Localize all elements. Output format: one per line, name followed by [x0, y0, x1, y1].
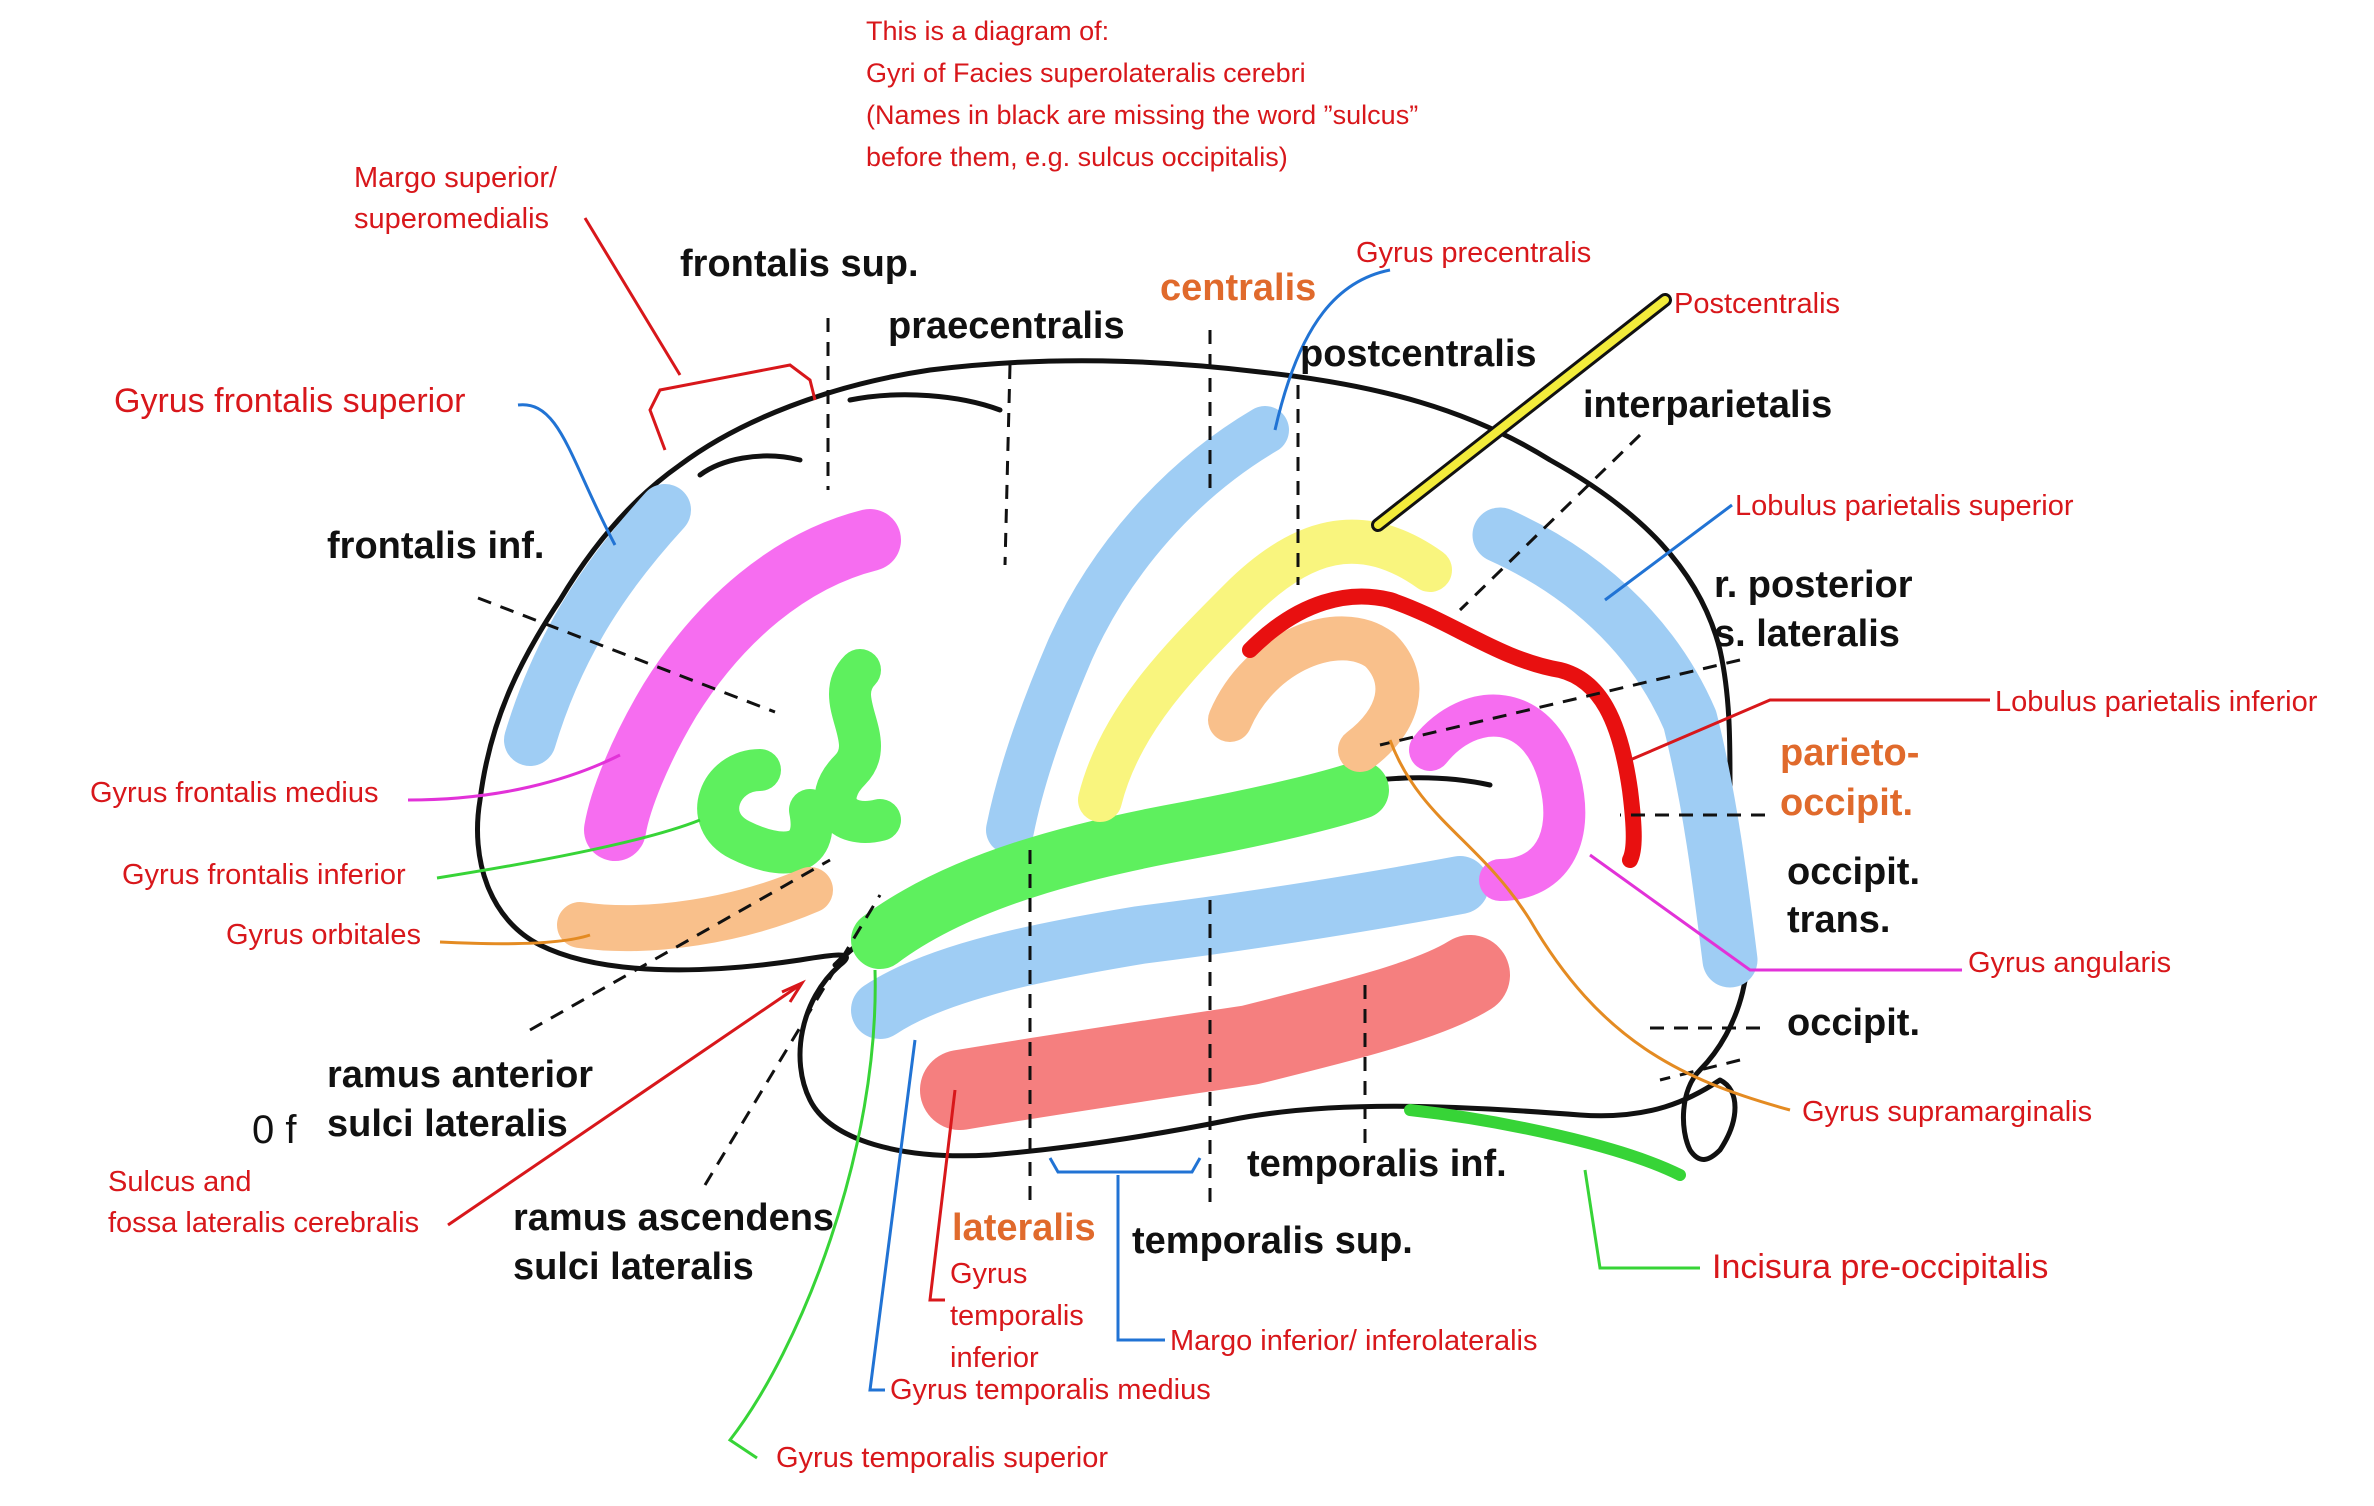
sulcus-interparietalis: interparietalis — [1583, 384, 1832, 426]
intro-text: This is a diagram of: Gyri of Facies sup… — [866, 16, 1418, 172]
sulcus-temporalis-inf: temporalis inf. — [1247, 1143, 1507, 1185]
label-incisura-pre-occipitalis: Incisura pre-occipitalis — [1712, 1248, 2048, 1286]
sulcus-r-posterior-line-1: r. posterior — [1714, 564, 1913, 606]
handwritten-of-note: 0 f — [252, 1108, 297, 1152]
margo-inferior-pointer — [1048, 1157, 1202, 1342]
label-gyrus-temporalis-medius: Gyrus temporalis medius — [890, 1374, 1211, 1406]
label-gyrus-temporalis-superior: Gyrus temporalis superior — [776, 1442, 1108, 1474]
sulcus-labels: frontalis sup. frontalis inf. praecentra… — [252, 243, 1920, 1288]
gyrus-temporalis-inferior-pointer — [928, 1089, 957, 1302]
incisura-pre-occipitalis-line — [1404, 1104, 1686, 1181]
sulcus-centralis: centralis — [1160, 267, 1316, 309]
occipit-trans-pointer — [1659, 1058, 1741, 1082]
gyrus-orbitales-highlight — [557, 867, 833, 952]
sulcus-fossa-pointer — [447, 983, 801, 1227]
label-sulcus-fossa-line-1: Sulcus and — [108, 1166, 252, 1198]
gyrus-labels: Margo superior/ superomedialis Gyrus fro… — [90, 162, 2318, 1474]
postcentralis-stick-fill — [1374, 296, 1669, 529]
label-gyrus-angularis: Gyrus angularis — [1968, 947, 2171, 979]
sulcus-parieto-occipit-line-2: occipit. — [1780, 782, 1913, 824]
lobulus-parietalis-inferior-line — [1242, 588, 1642, 868]
interparietalis-pointer — [1458, 433, 1642, 612]
lobulus-parietalis-inferior-pointer — [1629, 698, 1990, 762]
sulcus-frontalis-sup: frontalis sup. — [680, 243, 919, 285]
label-gyrus-frontalis-inferior: Gyrus frontalis inferior — [122, 859, 406, 891]
label-gyrus-precentralis: Gyrus precentralis — [1356, 237, 1591, 269]
frontalis-inf-pointer — [477, 596, 776, 714]
intro-line-2: Gyri of Facies superolateralis cerebri — [866, 58, 1306, 88]
gyrus-precentralis-pointer — [1273, 268, 1391, 431]
gyrus-supramarginalis-pointer — [1388, 739, 1791, 1112]
sulcus-occipit-trans-line-1: occipit. — [1787, 851, 1920, 893]
gyrus-temporalis-superior-pointer — [727, 969, 877, 1460]
ramus-anterior-pointer — [529, 858, 831, 1032]
ramus-anterior-line-1: ramus anterior — [327, 1054, 593, 1096]
label-lobulus-parietalis-superior: Lobulus parietalis superior — [1735, 490, 2074, 522]
label-gyrus-frontalis-medius: Gyrus frontalis medius — [90, 777, 379, 809]
gyrus-frontalis-superior-pointer — [517, 403, 617, 546]
gyrus-frontalis-inferior-highlight — [697, 649, 901, 874]
sulcus-parieto-occipit-line-1: parieto- — [1780, 732, 1919, 774]
ramus-ascendens-line-1: ramus ascendens — [513, 1197, 834, 1239]
sulcus-fossa-arrowhead — [781, 979, 806, 1003]
intro-line-4: before them, e.g. sulcus occipitalis) — [866, 142, 1288, 172]
sulcus-lateralis: lateralis — [952, 1207, 1096, 1249]
label-gyrus-frontalis-superior: Gyrus frontalis superior — [114, 382, 465, 420]
sulcus-temporalis-sup: temporalis sup. — [1132, 1220, 1413, 1262]
label-lobulus-parietalis-inferior: Lobulus parietalis inferior — [1995, 686, 2318, 718]
gyrus-precentralis-highlight — [986, 406, 1289, 854]
gyrus-frontalis-superior-highlight — [504, 484, 691, 766]
sulcus-occipit: occipit. — [1787, 1002, 1920, 1044]
gyrus-temporalis-superior-highlight — [851, 761, 1389, 969]
gyrus-temporalis-inferior-highlight — [920, 935, 1510, 1130]
intro-line-1: This is a diagram of: — [866, 16, 1109, 46]
cerebrum-outline — [475, 358, 1751, 1162]
gyrus-frontalis-medius-highlight — [584, 509, 901, 861]
gyrus-frontalis-medius-pointer — [407, 753, 621, 802]
gyrus-temporalis-medius-pointer — [868, 1039, 917, 1392]
label-postcentralis: Postcentralis — [1674, 288, 1840, 320]
gyrus-orbitales-pointer — [439, 933, 591, 946]
label-sulcus-fossa-line-2: fossa lateralis cerebralis — [108, 1207, 419, 1239]
postcentralis-stick — [1371, 293, 1672, 532]
lobulus-parietalis-superior-highlight — [1472, 507, 1758, 988]
sulcus-occipit-trans-line-2: trans. — [1787, 899, 1890, 941]
ramus-anterior-line-2: sulci lateralis — [327, 1103, 568, 1145]
incisura-pre-occipitalis-pointer — [1583, 1169, 1700, 1270]
annotation-pointers — [407, 217, 1990, 1460]
intro-line-3: (Names in black are missing the word ”su… — [866, 100, 1418, 130]
lobulus-parietalis-superior-pointer — [1604, 503, 1733, 602]
gyrus-frontalis-inferior-pointer — [436, 818, 701, 880]
gyri-highlights — [504, 406, 1758, 1181]
sulcus-pointer-lines — [477, 318, 1765, 1205]
sulcus-praecentralis: praecentralis — [888, 305, 1125, 347]
r-posterior-pointer — [1379, 658, 1741, 747]
sulcus-frontalis-inf: frontalis inf. — [327, 525, 544, 567]
gyrus-supramarginalis-highlight — [1208, 616, 1420, 772]
postcentralis-highlight — [1078, 519, 1452, 822]
label-gyrus-supramarginalis: Gyrus supramarginalis — [1802, 1096, 2092, 1128]
ramus-ascendens-line-2: sulci lateralis — [513, 1246, 754, 1288]
margo-superior-pointer — [583, 217, 817, 451]
label-margo-superior-line-2: superomedialis — [354, 203, 549, 235]
label-margo-inferior: Margo inferior/ inferolateralis — [1170, 1325, 1537, 1357]
label-gyrus-temporalis-inferior-line-3: inferior — [950, 1342, 1039, 1374]
label-gyrus-orbitales: Gyrus orbitales — [226, 919, 421, 951]
label-margo-superior-line-1: Margo superior/ — [354, 162, 558, 194]
gyrus-temporalis-medius-highlight — [851, 856, 1489, 1039]
gyrus-angularis-pointer — [1589, 853, 1962, 972]
label-gyrus-temporalis-inferior-line-1: Gyrus — [950, 1258, 1027, 1290]
label-gyrus-temporalis-inferior-line-2: temporalis — [950, 1300, 1084, 1332]
sulcus-r-posterior-line-2: s. lateralis — [1714, 613, 1900, 655]
ramus-ascendens-pointer — [703, 894, 882, 1186]
gyrus-angularis-highlight — [1409, 694, 1586, 901]
praecentralis-pointer — [1003, 364, 1012, 566]
frontal-inner-line — [697, 392, 1003, 478]
sulcus-postcentralis: postcentralis — [1300, 333, 1537, 375]
